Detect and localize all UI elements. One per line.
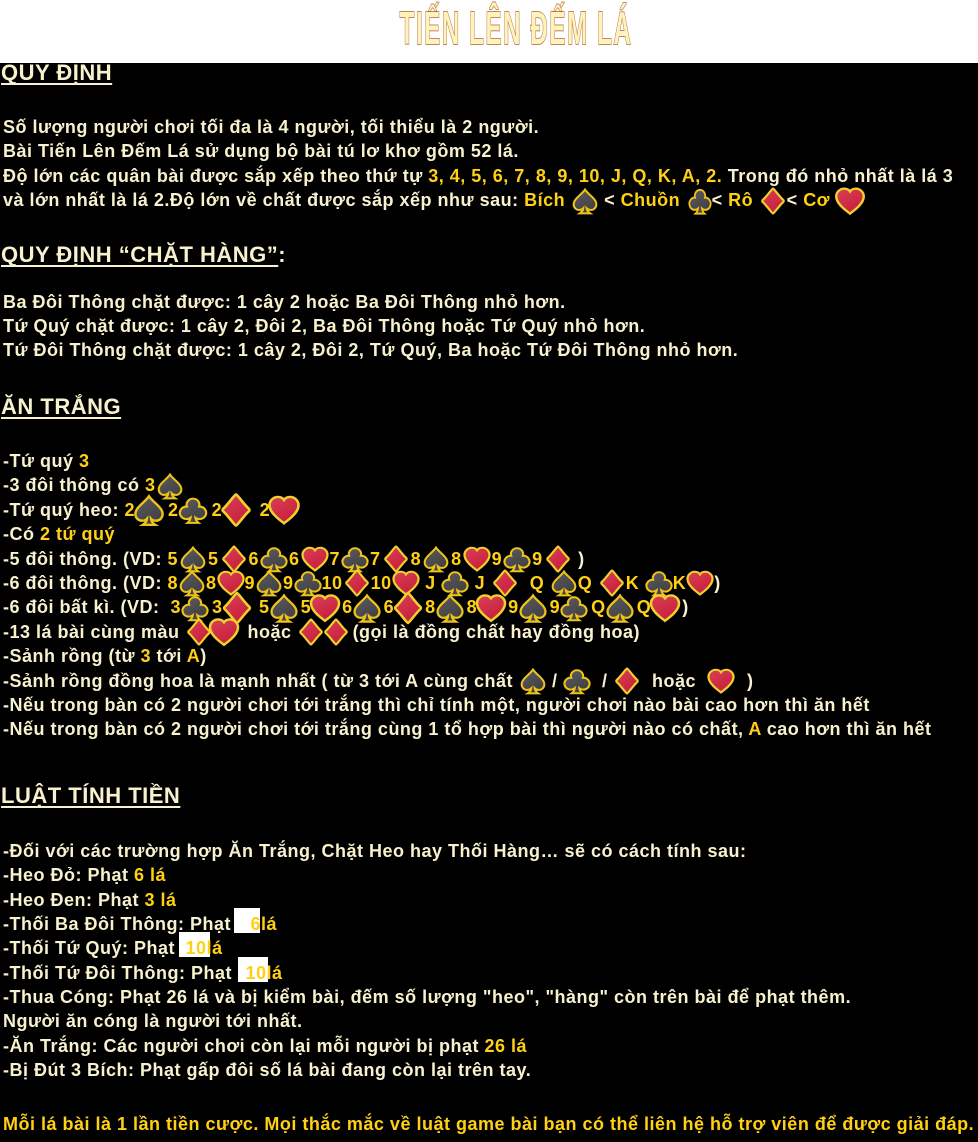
svg-text:TIẾN LÊN ĐẾM LÁ: TIẾN LÊN ĐẾM LÁ <box>400 1 633 54</box>
